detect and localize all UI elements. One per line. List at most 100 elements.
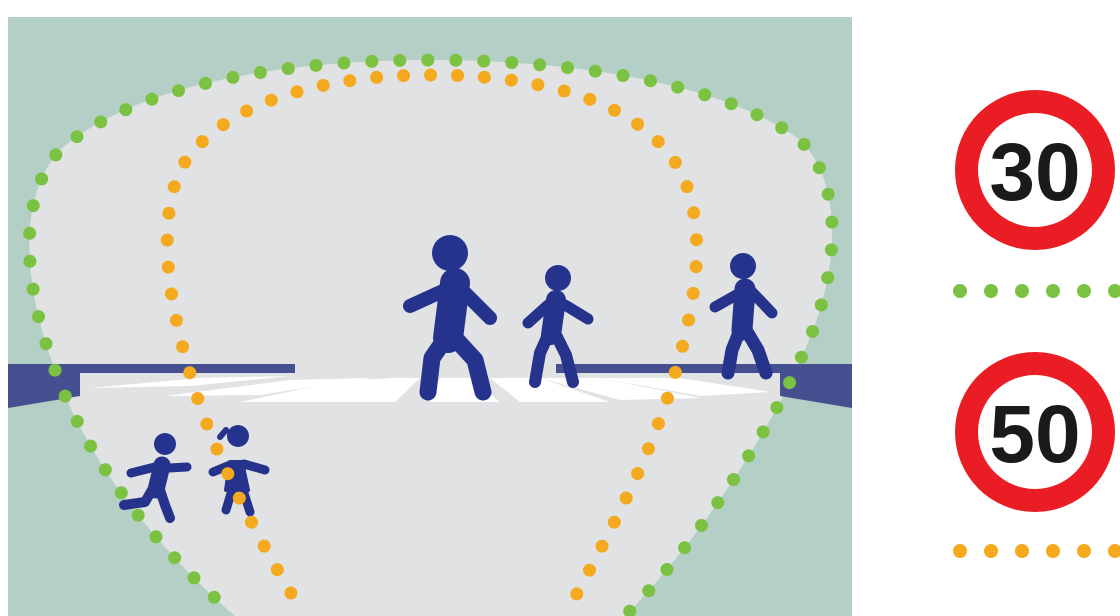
dot xyxy=(196,135,209,148)
dot xyxy=(188,571,201,584)
legend-dot xyxy=(1015,544,1029,558)
dot xyxy=(608,516,621,529)
speed-30-sign: 30 xyxy=(955,90,1115,250)
dot xyxy=(478,71,491,84)
dot xyxy=(84,440,97,453)
dot xyxy=(337,57,350,70)
dot xyxy=(99,463,112,476)
dot xyxy=(199,77,212,90)
dot xyxy=(558,85,571,98)
dot xyxy=(652,417,665,430)
legend-dot xyxy=(1015,284,1029,298)
dot xyxy=(310,59,323,72)
dot xyxy=(825,216,838,229)
speed-50-sign: 50 xyxy=(955,352,1115,512)
dot xyxy=(617,69,630,82)
legend-dot xyxy=(1108,284,1120,298)
dot xyxy=(770,401,783,414)
dot xyxy=(533,58,546,71)
dot xyxy=(798,138,811,151)
dot xyxy=(208,591,221,604)
dot xyxy=(370,71,383,84)
dot xyxy=(317,79,330,92)
dot xyxy=(265,94,278,107)
dot xyxy=(393,54,406,67)
dot xyxy=(757,425,770,438)
dot xyxy=(421,54,434,67)
legend-dot xyxy=(953,284,967,298)
dot xyxy=(644,74,657,87)
dot xyxy=(245,516,258,529)
dot xyxy=(291,85,304,98)
legend-dot xyxy=(984,284,998,298)
legend-dot xyxy=(1077,284,1091,298)
dot xyxy=(71,415,84,428)
dot xyxy=(783,376,796,389)
dot xyxy=(678,541,691,554)
dot xyxy=(642,442,655,455)
dot xyxy=(233,492,246,505)
dot xyxy=(589,65,602,78)
dot xyxy=(178,156,191,169)
dot xyxy=(27,283,40,296)
legend-dot xyxy=(1046,284,1060,298)
dot xyxy=(170,314,183,327)
dot xyxy=(676,340,689,353)
dot xyxy=(191,392,204,405)
legend-dot xyxy=(1046,544,1060,558)
dot xyxy=(165,287,178,300)
dot xyxy=(806,325,819,338)
dot xyxy=(669,156,682,169)
dot xyxy=(631,118,644,131)
dot xyxy=(115,486,128,499)
dot xyxy=(451,69,464,82)
dot xyxy=(168,180,181,193)
speed-50-label: 50 xyxy=(989,389,1080,480)
dot xyxy=(271,563,284,576)
dot xyxy=(698,88,711,101)
dot xyxy=(642,584,655,597)
dot xyxy=(397,69,410,82)
legend-dot xyxy=(1108,544,1120,558)
dot xyxy=(608,104,621,117)
dot xyxy=(200,418,213,431)
dot xyxy=(49,364,62,377)
dot xyxy=(725,97,738,110)
dot xyxy=(695,519,708,532)
dot xyxy=(94,115,107,128)
dot xyxy=(254,66,267,79)
dot xyxy=(23,227,36,240)
dot xyxy=(681,180,694,193)
dot xyxy=(343,74,356,87)
dot xyxy=(168,551,181,564)
dot xyxy=(570,587,583,600)
dot xyxy=(284,587,297,600)
dot xyxy=(661,392,674,405)
dot xyxy=(35,172,48,185)
dot xyxy=(652,135,665,148)
dot xyxy=(505,56,518,69)
dot xyxy=(282,62,295,75)
dot xyxy=(23,255,36,268)
dot xyxy=(449,54,462,67)
dot xyxy=(596,540,609,553)
dot xyxy=(71,130,84,143)
dot xyxy=(150,530,163,543)
dot xyxy=(775,121,788,134)
dot xyxy=(27,199,40,212)
dot xyxy=(620,492,633,505)
dot xyxy=(531,78,544,91)
dot xyxy=(221,467,234,480)
dot xyxy=(240,105,253,118)
dot xyxy=(162,261,175,274)
dot xyxy=(424,69,437,82)
dot xyxy=(161,234,174,247)
dot xyxy=(669,366,682,379)
legend-dot xyxy=(984,544,998,558)
dot xyxy=(561,61,574,74)
dot xyxy=(119,103,132,116)
dot xyxy=(583,564,596,577)
dot xyxy=(583,93,596,106)
dot xyxy=(687,206,700,219)
dot xyxy=(32,310,45,323)
